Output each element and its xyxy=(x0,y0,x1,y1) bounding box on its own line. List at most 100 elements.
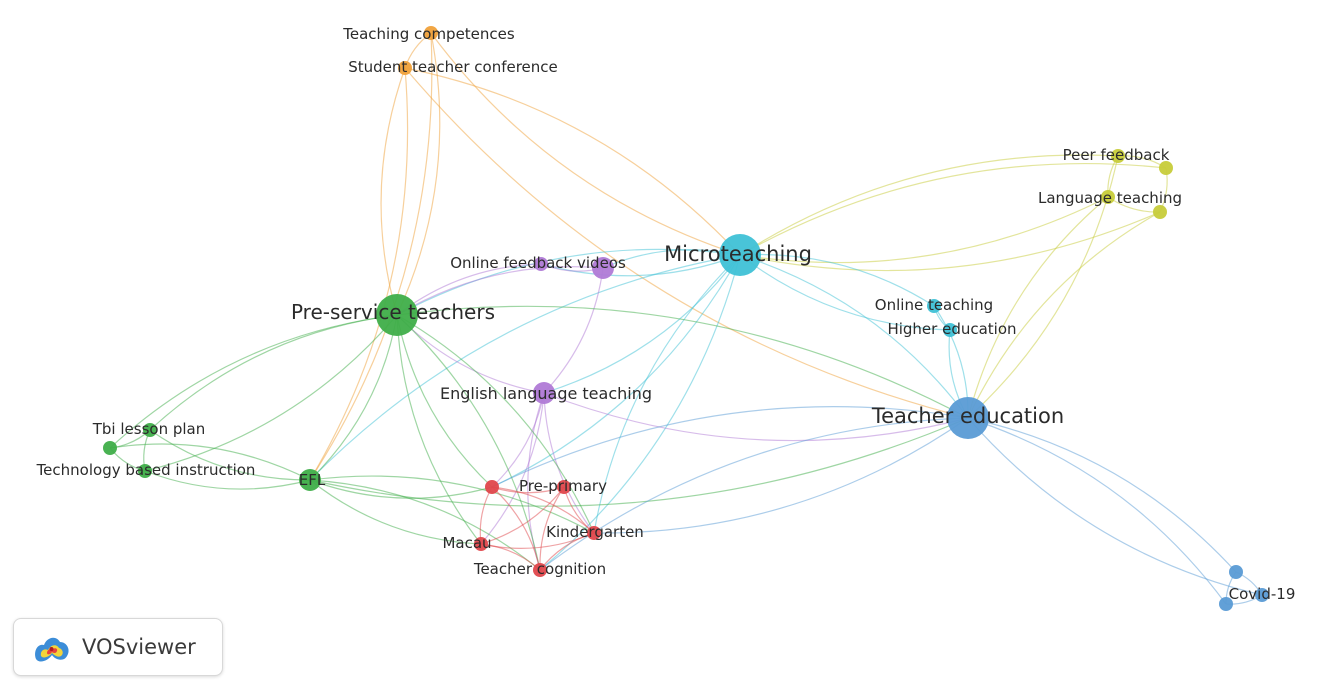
label-tbi-lesson-plan[interactable]: Tbi lesson plan xyxy=(92,420,206,438)
link-efl-macau xyxy=(309,479,482,545)
node-yellow-node-3[interactable] xyxy=(1159,161,1173,175)
node-student-teacher-conference[interactable] xyxy=(398,61,412,75)
link-student-teacher-conference-efl xyxy=(309,67,409,481)
link-microteaching-kindergarten xyxy=(593,254,741,534)
network-nodes xyxy=(103,26,1269,611)
link-microteaching-english-language-teaching xyxy=(543,254,741,394)
link-student-teacher-conference-microteaching xyxy=(404,67,741,256)
label-macau[interactable]: Macau xyxy=(442,534,491,552)
link-microteaching-pre-primary xyxy=(491,254,741,488)
node-peer-feedback[interactable] xyxy=(1111,149,1125,163)
link-red-node-2-teacher-cognition xyxy=(539,486,565,571)
node-blue-node-2[interactable] xyxy=(1255,588,1269,602)
label-teacher-cognition[interactable]: Teacher cognition xyxy=(473,560,606,578)
link-microteaching-online-teaching xyxy=(739,253,935,307)
link-teaching-competences-pre-service-teachers xyxy=(396,32,441,316)
link-microteaching-efl xyxy=(309,254,741,481)
node-macau[interactable] xyxy=(474,537,488,551)
node-pre-primary[interactable] xyxy=(485,480,499,494)
link-pre-service-teachers-technology-based-instruction xyxy=(144,314,398,472)
node-covid-19[interactable] xyxy=(1229,565,1243,579)
link-pre-service-teachers-teacher-cognition xyxy=(396,314,541,571)
link-peer-feedback-microteaching xyxy=(739,154,1119,256)
link-green-node-4-efl xyxy=(109,443,311,481)
link-teaching-competences-microteaching xyxy=(430,32,741,256)
link-technology-based-instruction-efl xyxy=(144,470,311,490)
link-teacher-education-pre-primary xyxy=(491,406,969,488)
network-links xyxy=(109,32,1263,605)
label-online-feedback-videos[interactable]: Online feedback videos xyxy=(450,254,626,272)
link-student-teacher-conference-pre-service-teachers xyxy=(380,67,406,316)
label-online-teaching[interactable]: Online teaching xyxy=(875,296,993,314)
label-pre-primary[interactable]: Pre-primary xyxy=(519,477,607,495)
node-higher-education[interactable] xyxy=(943,323,957,337)
node-teaching-competences[interactable] xyxy=(424,26,438,40)
link-student-teacher-conference-teacher-education xyxy=(404,67,969,419)
node-language-teaching[interactable] xyxy=(1101,190,1115,204)
link-online-feedback-videos-english-language-teaching xyxy=(543,267,604,394)
link-microteaching-teacher-education xyxy=(739,254,969,419)
vosviewer-logo-badge: VOSviewer xyxy=(13,618,223,676)
node-english-language-teaching[interactable] xyxy=(533,382,555,404)
link-pre-service-teachers-teacher-education xyxy=(396,305,969,419)
label-english-language-teaching[interactable]: English language teaching xyxy=(440,384,652,403)
link-pre-service-teachers-efl xyxy=(309,314,398,481)
node-green-node-4[interactable] xyxy=(103,441,117,455)
label-student-teacher-conference[interactable]: Student teacher conference xyxy=(348,58,558,76)
link-efl-pre-primary xyxy=(309,479,493,499)
node-efl[interactable] xyxy=(299,469,321,491)
label-pre-service-teachers[interactable]: Pre-service teachers xyxy=(291,300,495,324)
link-microteaching-pre-service-teachers xyxy=(396,248,741,316)
node-kindergarten[interactable] xyxy=(587,526,601,540)
link-pre-service-teachers-macau xyxy=(396,314,482,545)
node-online-teaching[interactable] xyxy=(927,299,941,313)
link-pre-service-teachers-tbi-lesson-plan xyxy=(149,314,398,431)
node-online-feedback-videos[interactable] xyxy=(592,257,614,279)
node-red-node-2[interactable] xyxy=(557,480,571,494)
vosviewer-logo-text: VOSviewer xyxy=(82,635,196,659)
label-teaching-competences[interactable]: Teaching competences xyxy=(342,25,515,43)
link-red-node-2-macau xyxy=(480,486,565,545)
link-microteaching-purple-node-2 xyxy=(540,254,741,277)
label-technology-based-instruction[interactable]: Technology based instruction xyxy=(36,461,256,479)
label-language-teaching[interactable]: Language teaching xyxy=(1038,189,1182,207)
link-teacher-education-blue-node-3 xyxy=(967,417,1227,605)
link-yellow-node-4-microteaching xyxy=(739,211,1161,272)
link-english-language-teaching-macau xyxy=(480,392,545,545)
link-language-teaching-microteaching xyxy=(739,196,1109,264)
node-pre-service-teachers[interactable] xyxy=(376,294,418,336)
node-tbi-lesson-plan[interactable] xyxy=(143,423,157,437)
link-yellow-node-3-microteaching xyxy=(739,162,1167,256)
vosviewer-logo-icon xyxy=(35,637,69,662)
label-teacher-education[interactable]: Teacher education xyxy=(871,404,1064,428)
node-purple-node-2[interactable] xyxy=(534,257,548,271)
link-pre-service-teachers-pre-primary xyxy=(396,314,493,488)
node-blue-node-3[interactable] xyxy=(1219,597,1233,611)
link-english-language-teaching-teacher-education xyxy=(543,392,969,442)
link-teacher-education-covid-19 xyxy=(967,417,1237,573)
label-microteaching[interactable]: Microteaching xyxy=(664,242,812,266)
link-efl-kindergarten xyxy=(309,475,595,534)
link-efl-teacher-cognition xyxy=(309,479,541,571)
label-covid-19[interactable]: Covid-19 xyxy=(1229,585,1296,603)
link-microteaching-higher-education xyxy=(739,254,951,331)
label-peer-feedback[interactable]: Peer feedback xyxy=(1063,146,1170,164)
link-teacher-education-blue-node-2 xyxy=(967,417,1263,596)
link-english-language-teaching-pre-primary xyxy=(491,392,545,488)
node-technology-based-instruction[interactable] xyxy=(138,464,152,478)
link-pre-service-teachers-kindergarten xyxy=(396,314,595,534)
node-yellow-node-4[interactable] xyxy=(1153,205,1167,219)
label-efl[interactable]: EFL xyxy=(299,471,326,489)
link-yellow-node-4-teacher-education xyxy=(967,211,1161,419)
link-efl-teacher-education xyxy=(309,417,969,507)
link-pre-service-teachers-green-node-4 xyxy=(109,314,398,449)
label-kindergarten[interactable]: Kindergarten xyxy=(546,523,644,541)
node-microteaching[interactable] xyxy=(719,234,761,276)
label-higher-education[interactable]: Higher education xyxy=(887,320,1016,338)
node-teacher-cognition[interactable] xyxy=(533,563,547,577)
link-online-feedback-videos-pre-service-teachers xyxy=(396,266,604,316)
node-teacher-education[interactable] xyxy=(947,397,989,439)
